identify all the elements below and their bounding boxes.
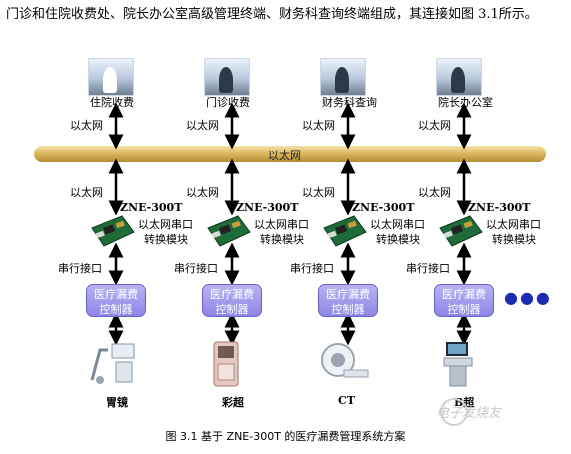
medical-device-icon [318,340,370,390]
controller-line2: 控制器 [331,303,365,316]
controller-line1: 医疗漏费 [326,288,370,301]
ethernet-bus [34,146,546,162]
more-indicator: ●●● [504,288,552,307]
controller-line1: 医疗漏费 [210,288,254,301]
ethernet-label-bottom: 以太网 [186,186,219,199]
module-model: ZNE-300T [236,201,299,214]
module-label-line2: 转换模块 [492,233,536,246]
billing-controller: 医疗漏费控制器 [434,284,494,317]
medical-device-icon [202,340,254,394]
bus-label: 以太网 [268,149,301,162]
device-label-2: CT [338,394,355,407]
person-icon [219,67,233,93]
module-label-line2: 转换模块 [260,233,304,246]
person-icon [451,67,465,93]
device-label-1: 彩超 [222,396,244,409]
controller-line2: 控制器 [447,303,481,316]
billing-controller: 医疗漏费控制器 [86,284,146,317]
ethernet-label-bottom: 以太网 [70,186,103,199]
serial-label: 串行接口 [406,262,450,275]
node-label-3: 院长办公室 [438,96,493,109]
billing-controller: 医疗漏费控制器 [202,284,262,317]
module-label-line1: 以太网串口 [254,218,309,231]
medical-device-icon [86,340,138,390]
watermark: 电子发烧友 [436,406,502,421]
intro-paragraph: 门诊和住院收费处、院长办公室高级管理终端、财务科查询终端组成，其连接如图 3.1… [6,7,538,22]
ethernet-label-top: 以太网 [70,119,103,132]
person-icon [335,67,349,93]
connection-arrows [108,102,472,346]
controller-line1: 医疗漏费 [94,288,138,301]
medical-device-icon [434,340,486,394]
device-label-0: 胃镜 [106,396,128,409]
module-label-line2: 转换模块 [376,233,420,246]
pc-photo-icon [204,58,250,96]
controller-line2: 控制器 [215,303,249,316]
module-label-line1: 以太网串口 [486,218,541,231]
controller-line2: 控制器 [99,303,133,316]
module-label-line1: 以太网串口 [370,218,425,231]
module-model: ZNE-300T [468,201,531,214]
circuit-board-icon [322,214,368,248]
node-label-0: 住院收费 [90,96,134,109]
ethernet-label-top: 以太网 [186,119,219,132]
module-label-line2: 转换模块 [144,233,188,246]
pc-photo-icon [320,58,366,96]
circuit-board-icon [90,214,136,248]
serial-label: 串行接口 [58,262,102,275]
circuit-board-icon [206,214,252,248]
circuit-board-icon [438,214,484,248]
node-label-1: 门诊收费 [206,96,250,109]
serial-label: 串行接口 [174,262,218,275]
module-model: ZNE-300T [352,201,415,214]
watermark-logo-icon [440,398,468,426]
ethernet-label-top: 以太网 [302,119,335,132]
node-label-2: 财务科查询 [322,96,377,109]
module-label-line1: 以太网串口 [138,218,193,231]
ethernet-label-bottom: 以太网 [302,186,335,199]
pc-photo-icon [88,58,134,96]
person-icon [103,67,117,93]
figure-caption: 图 3.1 基于 ZNE-300T 的医疗漏费管理系统方案 [165,430,406,443]
billing-controller: 医疗漏费控制器 [318,284,378,317]
controller-line1: 医疗漏费 [442,288,486,301]
pc-photo-icon [436,58,482,96]
serial-label: 串行接口 [290,262,334,275]
module-model: ZNE-300T [120,201,183,214]
ethernet-label-bottom: 以太网 [418,186,451,199]
ethernet-label-top: 以太网 [418,119,451,132]
